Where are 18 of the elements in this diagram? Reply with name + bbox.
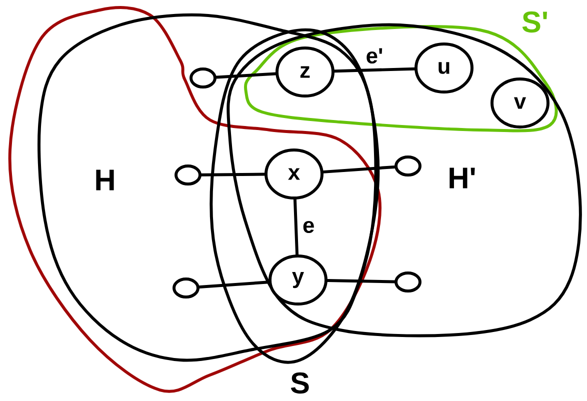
small-vertex bbox=[172, 278, 200, 298]
edge-line bbox=[332, 67, 416, 73]
small-vertex bbox=[394, 272, 422, 292]
edge-line bbox=[322, 165, 396, 174]
region-label: S bbox=[290, 372, 309, 394]
edge-line bbox=[214, 72, 278, 79]
edge-line bbox=[326, 279, 396, 284]
edge-line bbox=[293, 198, 299, 256]
small-vertex bbox=[174, 164, 202, 186]
region-label: H bbox=[96, 170, 114, 190]
small-vertex bbox=[190, 68, 216, 88]
edge-line bbox=[198, 280, 270, 289]
region-label: H' bbox=[450, 168, 475, 188]
region-label: S' bbox=[522, 11, 547, 33]
edge-label: e' bbox=[364, 47, 384, 64]
edge-label: e bbox=[302, 220, 316, 234]
edge-line bbox=[200, 172, 266, 176]
small-vertex bbox=[394, 156, 422, 176]
